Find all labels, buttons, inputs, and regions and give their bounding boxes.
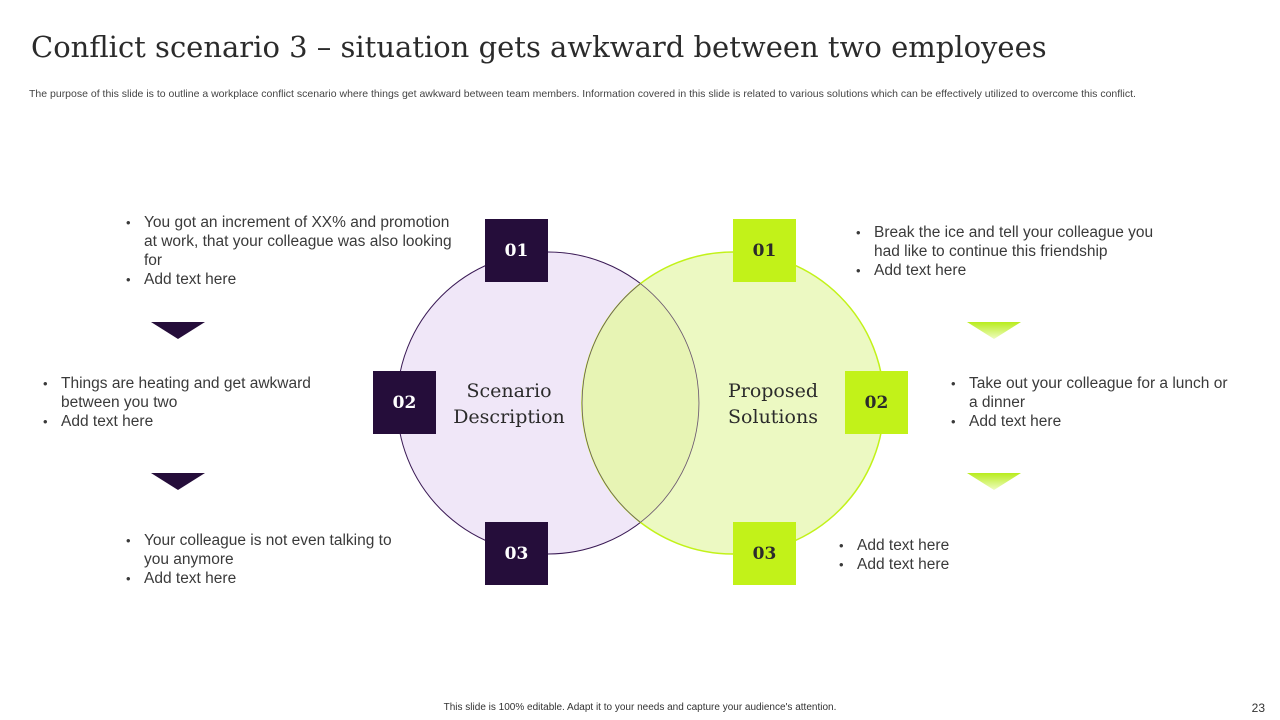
solution-points-2: Take out your colleague for a lunch or a… <box>949 374 1239 431</box>
scenario-number-01: 01 <box>485 219 548 282</box>
down-arrow-left-2 <box>151 473 205 490</box>
solution-points-3: Add text here Add text here <box>837 536 1037 574</box>
solution-points-1: Break the ice and tell your colleague yo… <box>854 223 1154 280</box>
list-item: Add text here <box>124 270 454 289</box>
solution-number-02: 02 <box>845 371 908 434</box>
scenario-points-3: Your colleague is not even talking to yo… <box>124 531 414 588</box>
page-subtitle: The purpose of this slide is to outline … <box>29 88 1136 100</box>
scenario-label: Scenario Description <box>453 380 565 428</box>
down-arrow-right-2 <box>967 473 1021 490</box>
scenario-points-2: Things are heating and get awkward betwe… <box>41 374 331 431</box>
list-item: You got an increment of XX% and promotio… <box>124 213 454 270</box>
solution-number-01: 01 <box>733 219 796 282</box>
list-item: Add text here <box>949 412 1239 431</box>
footer-note: This slide is 100% editable. Adapt it to… <box>443 702 837 713</box>
circle-overlap <box>581 283 700 523</box>
list-item: Take out your colleague for a lunch or a… <box>949 374 1239 412</box>
down-arrow-right-1 <box>967 322 1021 339</box>
solution-number-03: 03 <box>733 522 796 585</box>
solutions-label: Proposed Solutions <box>727 380 819 428</box>
list-item: Your colleague is not even talking to yo… <box>124 531 414 569</box>
page-title: Conflict scenario 3 – situation gets awk… <box>31 30 1047 64</box>
list-item: Break the ice and tell your colleague yo… <box>854 223 1154 261</box>
scenario-points-1: You got an increment of XX% and promotio… <box>124 213 454 289</box>
list-item: Add text here <box>124 569 414 588</box>
down-arrow-left-1 <box>151 322 205 339</box>
list-item: Add text here <box>41 412 331 431</box>
list-item: Add text here <box>837 536 1037 555</box>
scenario-number-03: 03 <box>485 522 548 585</box>
list-item: Things are heating and get awkward betwe… <box>41 374 331 412</box>
page-number: 23 <box>1251 701 1265 715</box>
list-item: Add text here <box>837 555 1037 574</box>
list-item: Add text here <box>854 261 1154 280</box>
scenario-number-02: 02 <box>373 371 436 434</box>
